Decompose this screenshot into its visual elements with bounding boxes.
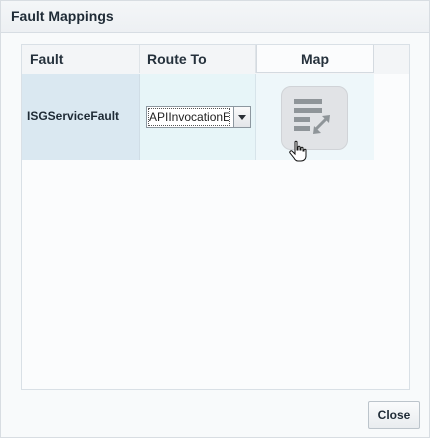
table-header-row: Fault Route To Map (22, 45, 409, 74)
dialog-title-bar: Fault Mappings (1, 1, 429, 33)
map-cell (256, 74, 374, 162)
close-button[interactable]: Close (368, 401, 420, 429)
fault-name: ISGServiceFault (27, 109, 120, 123)
route-to-selected-value[interactable]: APIInvocationE (148, 108, 230, 126)
map-button[interactable] (281, 86, 348, 162)
chevron-down-icon (238, 115, 246, 120)
table-row[interactable]: ISGServiceFault APIInvocationE (22, 74, 374, 162)
hand-pointer-cursor-icon (289, 140, 307, 162)
map-mapping-icon (294, 99, 330, 134)
fault-cell[interactable]: ISGServiceFault (22, 74, 140, 160)
column-header-map[interactable]: Map (256, 45, 374, 73)
route-to-cell: APIInvocationE (140, 74, 256, 160)
column-header-fault[interactable]: Fault (22, 45, 140, 73)
route-to-select[interactable]: APIInvocationE (146, 106, 251, 128)
dropdown-button[interactable] (233, 107, 250, 127)
column-header-route-to[interactable]: Route To (140, 45, 256, 73)
fault-mappings-table: Fault Route To Map ISGServiceFault APIIn… (21, 44, 410, 390)
dialog-title: Fault Mappings (11, 8, 114, 24)
